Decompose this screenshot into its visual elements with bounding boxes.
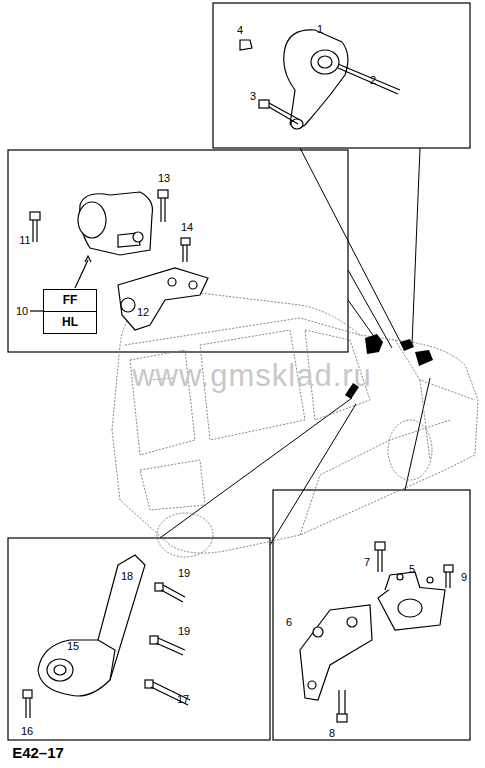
transmission-mount	[378, 572, 445, 630]
callout-number: 19	[178, 568, 190, 579]
engine-mount	[78, 192, 153, 255]
variant-table: FFHL	[43, 289, 97, 334]
panel-frame	[213, 3, 470, 148]
callout-number: 1	[317, 24, 323, 35]
callout-number: 15	[67, 641, 79, 652]
callout-number: 7	[364, 557, 370, 568]
callout-number: 6	[286, 617, 292, 628]
bolt	[337, 542, 453, 722]
figure-code: E42–17	[12, 745, 64, 760]
car-outline	[112, 290, 478, 557]
bolt	[259, 64, 400, 124]
callout-number: 8	[329, 728, 335, 739]
variant-code: FF	[44, 290, 96, 312]
transmission-bracket	[300, 605, 372, 700]
leader-line	[30, 310, 43, 311]
leader-line	[160, 148, 430, 545]
bolt	[30, 190, 190, 288]
callout-number: 19	[178, 626, 190, 637]
rear-mount	[38, 555, 145, 696]
callout-number: 12	[137, 307, 149, 318]
callout-number: 2	[370, 75, 376, 86]
callout-number: 9	[461, 572, 467, 583]
callout-number: 17	[177, 694, 189, 705]
callout-number: 4	[237, 25, 243, 36]
callout-number: 14	[181, 222, 193, 233]
callout-number: 11	[19, 235, 30, 246]
callout-number: 13	[158, 173, 170, 184]
callout-number: 5	[409, 564, 415, 575]
callout-number: 16	[21, 726, 33, 737]
callout-number: 3	[250, 91, 256, 102]
variant-code: HL	[44, 312, 96, 333]
watermark: www.gmsklad.ru	[132, 360, 372, 391]
mount-bracket	[118, 268, 208, 330]
torque-rod	[240, 30, 348, 129]
panel-frame	[8, 150, 348, 352]
callout-number: 10	[16, 306, 28, 317]
bolt	[23, 583, 190, 718]
panel-frame	[8, 538, 270, 740]
callout-number: 18	[121, 571, 133, 582]
